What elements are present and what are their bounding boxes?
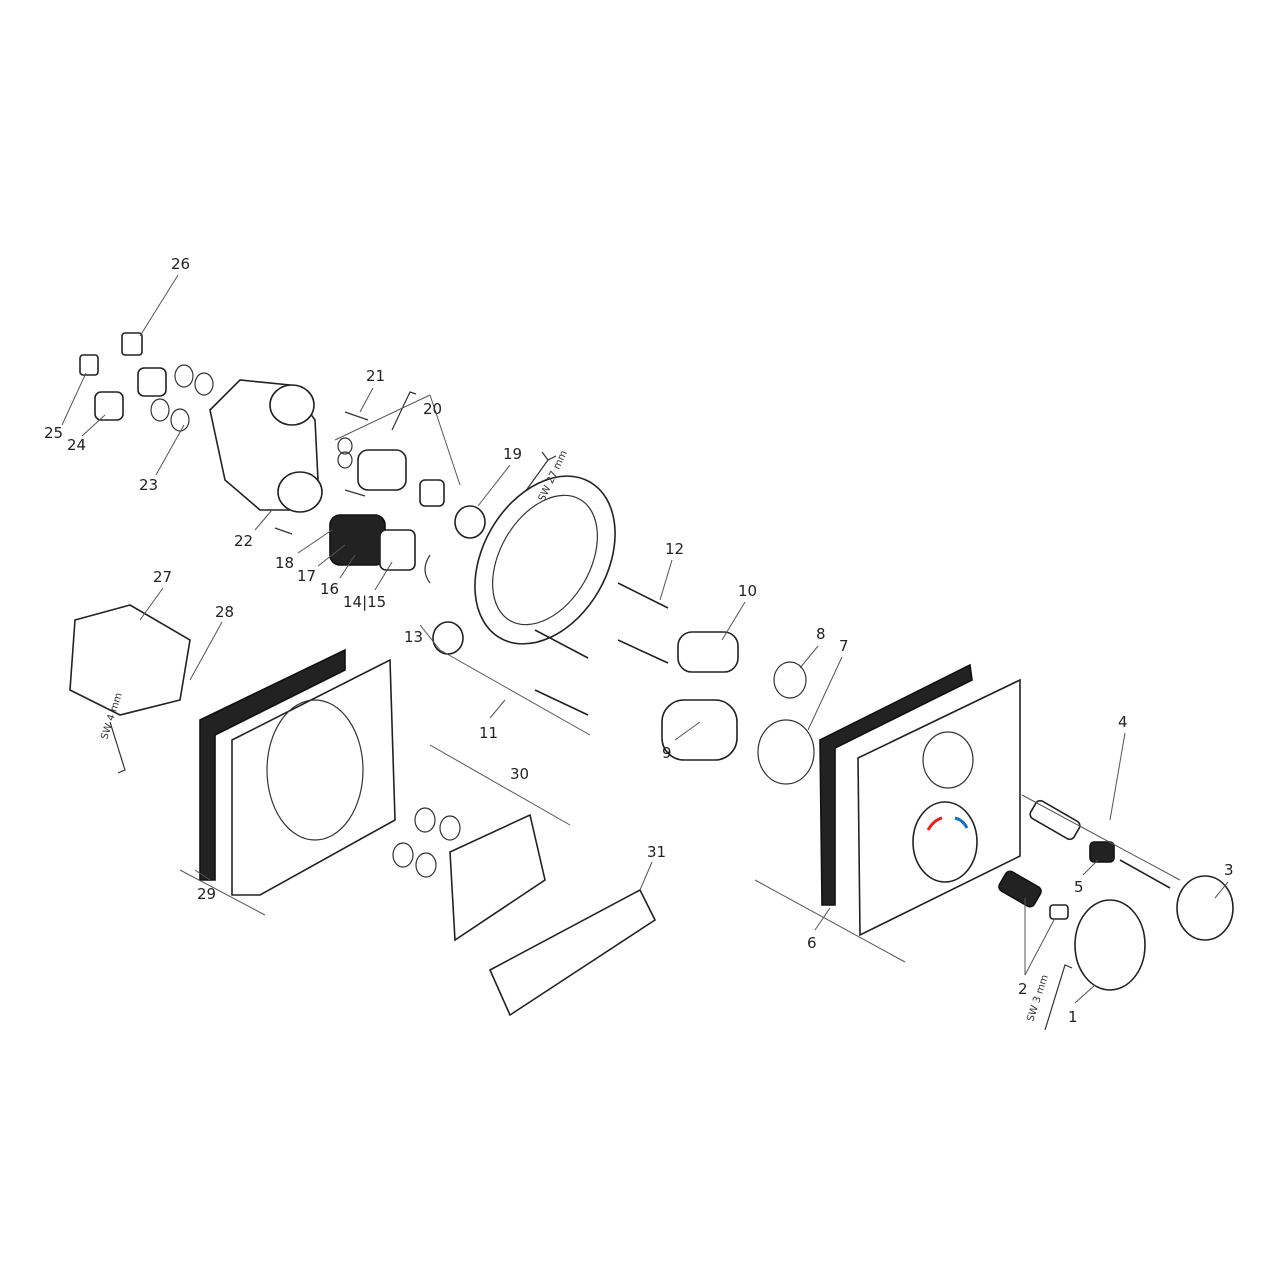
tool-label-sw3: SW 3 mm [1025, 973, 1050, 1022]
part-shapes [69, 332, 1234, 1031]
label-23: 23 [139, 476, 158, 494]
label-10: 10 [738, 582, 757, 600]
label-26: 26 [171, 255, 190, 273]
label-29: 29 [197, 885, 216, 903]
label-30: 30 [510, 765, 529, 783]
label-17: 17 [297, 567, 316, 585]
label-7: 7 [839, 637, 849, 655]
label-20: 20 [423, 400, 442, 418]
label-2: 2 [1018, 980, 1028, 998]
label-12: 12 [665, 540, 684, 558]
label-19: 19 [503, 445, 522, 463]
label-31: 31 [647, 843, 666, 861]
label-16: 16 [320, 580, 339, 598]
label-8: 8 [816, 625, 826, 643]
label-13: 13 [404, 628, 423, 646]
label-3: 3 [1224, 861, 1234, 879]
label-25: 25 [44, 424, 63, 442]
label-21: 21 [366, 367, 385, 385]
leader-lines [61, 274, 1229, 1004]
label-28: 28 [215, 603, 234, 621]
label-24: 24 [67, 436, 86, 454]
label-6: 6 [807, 934, 817, 952]
label-5: 5 [1074, 878, 1084, 896]
label-18: 18 [275, 554, 294, 572]
label-11: 11 [479, 724, 498, 742]
label-22: 22 [234, 532, 253, 550]
part-labels: 1 2 3 4 5 6 7 8 9 10 11 12 13 14|15 16 1… [44, 255, 1234, 1026]
label-4: 4 [1118, 713, 1128, 731]
label-14-15: 14|15 [343, 593, 386, 611]
label-27: 27 [153, 568, 172, 586]
label-1: 1 [1068, 1008, 1078, 1026]
label-9: 9 [662, 744, 672, 762]
